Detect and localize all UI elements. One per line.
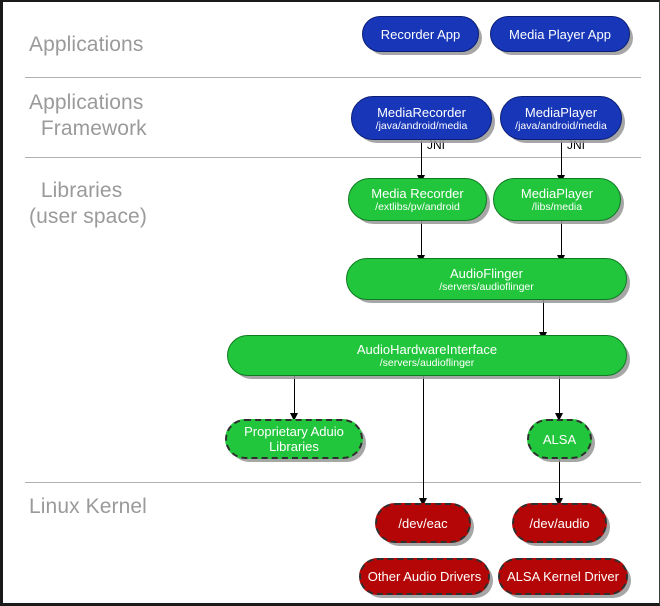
arrowhead-dev-audio	[554, 498, 563, 506]
node-proprietary-audio-libraries[interactable]: Proprietary Aduio Libraries	[225, 419, 363, 459]
connector-mediarecorder-jni	[421, 141, 422, 182]
connector-alsa-to-dev-audio	[559, 459, 560, 506]
node-dev-eac[interactable]: /dev/eac	[375, 503, 471, 543]
node-title: /dev/audio	[529, 515, 590, 531]
node-subtitle: /servers/audioflinger	[379, 357, 475, 369]
divider-applications	[25, 77, 641, 78]
node-title: Recorder App	[380, 26, 461, 42]
node-title: MediaPlayer	[524, 104, 598, 120]
node-mediaplayer-framework[interactable]: MediaPlayer /java/android/media	[500, 96, 622, 140]
connector-media-recorder-to-audioflinger	[421, 221, 422, 263]
node-other-audio-drivers[interactable]: Other Audio Drivers	[359, 558, 490, 595]
node-title: Proprietary Aduio Libraries	[244, 424, 344, 454]
node-subtitle: /libs/media	[531, 201, 583, 213]
band-label-libraries: Libraries (user space)	[29, 179, 147, 228]
node-title: ALSA	[542, 431, 577, 447]
node-mediarecorder-framework[interactable]: MediaRecorder /java/android/media	[351, 96, 492, 140]
node-alsa[interactable]: ALSA	[527, 419, 592, 459]
band-label-applications-framework: Applications Framework	[29, 91, 147, 140]
node-subtitle: /java/android/media	[515, 119, 607, 132]
connector-audioflinger-to-audiohardwareinterface	[543, 300, 544, 338]
node-audioflinger[interactable]: AudioFlinger /servers/audioflinger	[346, 258, 627, 300]
divider-applications-framework	[25, 157, 641, 158]
connector-ahi-to-alsa	[559, 375, 560, 421]
node-subtitle: /servers/audioflinger	[439, 280, 534, 293]
node-title: Media Player App	[509, 26, 611, 42]
connector-mediaplayer-jni	[561, 141, 562, 182]
arrowhead-alsa	[554, 413, 563, 421]
node-title: MediaRecorder	[377, 104, 466, 120]
node-audiohardwareinterface[interactable]: AudioHardwareInterface /servers/audiofli…	[227, 335, 627, 376]
arrowhead-proprietary-libs	[289, 413, 298, 421]
band-label-applications: Applications	[29, 33, 144, 56]
node-recorder-app[interactable]: Recorder App	[362, 16, 479, 52]
node-title: AudioHardwareInterface	[356, 342, 498, 357]
node-mediaplayer-lib[interactable]: MediaPlayer /libs/media	[493, 178, 621, 221]
node-title: AudioFlinger	[450, 265, 523, 281]
arrowhead-dev-eac	[418, 498, 427, 506]
divider-libraries	[25, 482, 641, 483]
band-label-linux-kernel: Linux Kernel	[29, 495, 147, 518]
node-media-player-app[interactable]: Media Player App	[490, 16, 630, 52]
node-title: Other Audio Drivers	[367, 569, 482, 584]
connector-mediaplayer-to-audioflinger	[561, 221, 562, 263]
node-title: ALSA Kernel Driver	[507, 569, 619, 584]
edge-label-jni-recorder: JNI	[427, 138, 445, 152]
node-dev-audio[interactable]: /dev/audio	[512, 503, 607, 543]
node-alsa-kernel-driver[interactable]: ALSA Kernel Driver	[498, 558, 628, 595]
node-title: /dev/eac	[398, 515, 448, 531]
connector-ahi-to-proprietary-libs	[294, 375, 295, 421]
edge-label-jni-player: JNI	[567, 138, 585, 152]
node-title: MediaPlayer	[520, 186, 594, 201]
node-title: Media Recorder	[371, 186, 464, 201]
node-subtitle: /java/android/media	[375, 119, 468, 132]
connector-ahi-to-dev-eac	[423, 375, 424, 506]
node-subtitle: /extlibs/pv/android	[375, 201, 460, 213]
node-media-recorder-lib[interactable]: Media Recorder /extlibs/pv/android	[348, 178, 487, 221]
